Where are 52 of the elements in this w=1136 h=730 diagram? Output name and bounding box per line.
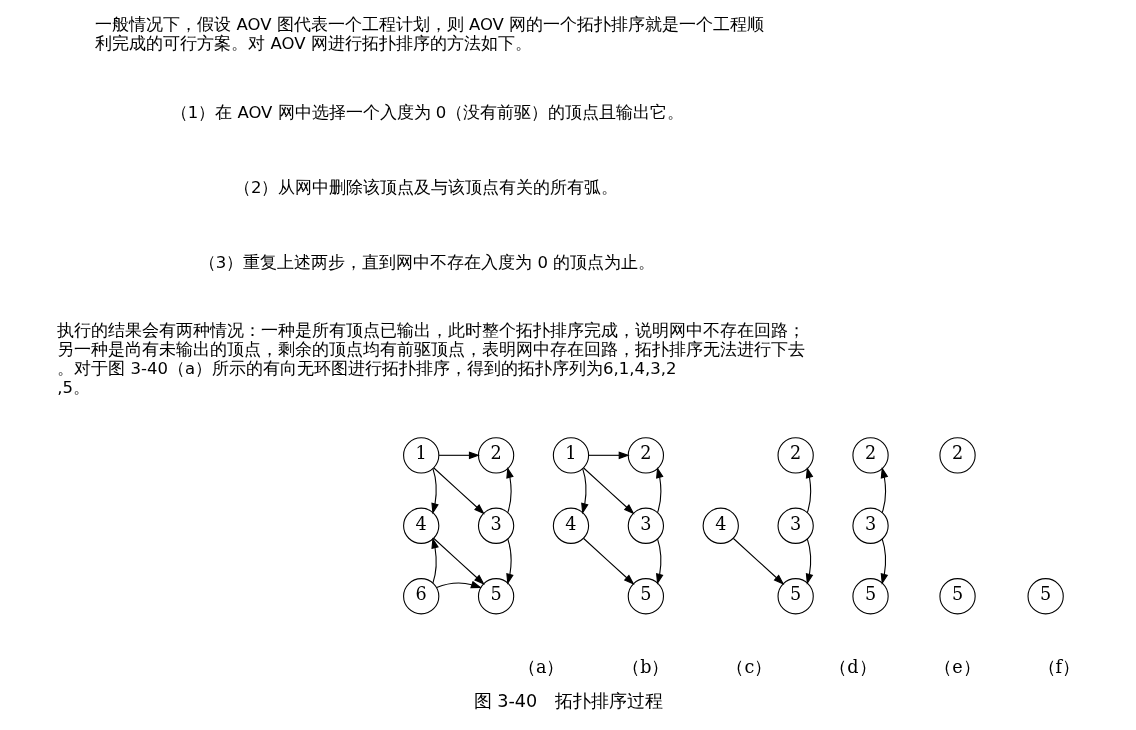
node-circle: 1 [402,437,439,474]
arrow [880,538,888,585]
arrow [805,538,813,585]
arrow [438,451,480,460]
node-circle: 3 [627,507,664,544]
arrow [435,580,482,589]
arrow [430,537,439,584]
label: 一般情况下，假设 AOV 图代表一个工程计划，则 AOV 网的一个拓扑排序就是一个工程顺利完成的可行方案。对 AOV 网进行拓扑排序的方法如下。 [94,15,764,53]
arrow [587,451,630,460]
arrow [805,467,813,514]
node-circle: 6 [402,578,439,615]
label: （d） [828,657,877,678]
arrow [580,468,589,515]
node-circle: 2 [776,437,814,474]
node-circle: 4 [552,507,589,544]
arrow [880,467,888,514]
arrow [505,538,514,585]
node-circle: 2 [938,437,976,474]
node-circle: 1 [552,437,589,474]
arrow [432,467,485,515]
label: （b） [621,657,670,678]
node-circle: 3 [851,507,889,544]
node-circle: 2 [627,437,664,474]
label: （2）从网中删除该顶点及与该顶点有关的所有弧。 [233,177,618,197]
node-circle: 4 [402,507,439,544]
label: （e） [933,657,981,678]
node-circle: 5 [851,578,889,615]
arrow [505,467,514,514]
label: （c） [725,657,772,678]
arrow [655,467,664,514]
label: （a） [517,657,564,678]
node-circle: 5 [477,578,514,615]
node-circle: 5 [938,578,976,615]
arrow [432,537,485,585]
label: （3）重复上述两步，直到网中不存在入度为 0 的顶点为止。 [198,252,655,272]
node-circle: 5 [627,578,664,615]
arrow [732,537,784,585]
caption: 图 3-40 拓扑排序过程 [473,691,663,712]
node-circle: 4 [702,507,739,544]
node-circle: 2 [477,437,514,474]
label: （f） [1037,657,1080,678]
arrow [582,537,635,585]
label: （1）在 AOV 网中选择一个入度为 0（没有前驱）的顶点且输出它。 [170,102,684,122]
label: 执行的结果会有两种情况：一种是所有顶点已输出，此时整个拓扑排序完成，说明网中不存在回路；另一种是尚有未输出的顶点，剩余的顶点均有前驱顶点，表明网中存在回路，拓扑排序无法进行下去。对于图 3-40（a）所示的有向无环图进行拓扑排序，得到的拓扑序列为6,1,4,3,2,5。 [56,321,805,397]
node-circle: 3 [477,507,514,544]
arrow [655,538,664,585]
arrow [582,467,635,515]
node-circle: 3 [776,507,814,544]
arrow [430,468,439,515]
node-circle: 2 [851,437,889,474]
node-circle: 5 [776,578,814,615]
node-circle: 5 [1026,578,1064,615]
